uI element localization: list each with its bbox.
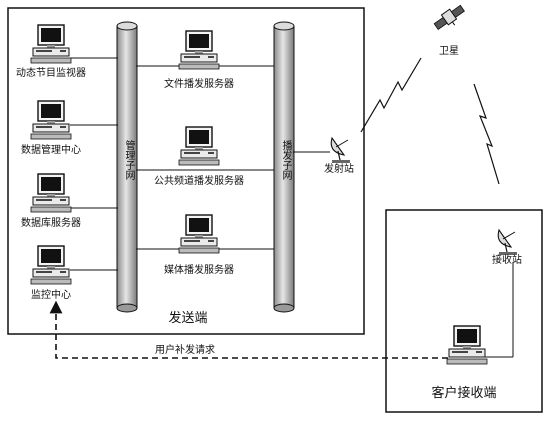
uplink-wave bbox=[360, 57, 422, 133]
feedback-label: 用户补发请求 bbox=[155, 345, 215, 356]
computer-icon bbox=[178, 126, 220, 166]
computer-icon bbox=[446, 325, 488, 365]
broadcast-subnet-label: 播发子网 bbox=[280, 140, 291, 180]
computer-icon bbox=[30, 173, 72, 213]
media-server-label: 媒体播发服务器 bbox=[164, 265, 234, 276]
management-subnet-pipe bbox=[116, 21, 138, 313]
satellite-dish-icon bbox=[497, 229, 518, 256]
file-server-label: 文件播发服务器 bbox=[164, 79, 234, 90]
computer-icon bbox=[30, 24, 72, 64]
data-management-label: 数据管理中心 bbox=[21, 145, 81, 156]
receiver-box bbox=[385, 209, 543, 413]
computer-icon bbox=[30, 245, 72, 285]
downlink-wave bbox=[473, 83, 500, 185]
sender-box bbox=[7, 7, 365, 335]
satellite-icon bbox=[433, 4, 465, 31]
network-links bbox=[70, 57, 514, 358]
transmitter-label: 发射站 bbox=[324, 164, 354, 175]
management-subnet-label: 管理子网 bbox=[123, 140, 134, 180]
satellite-label: 卫星 bbox=[439, 46, 459, 57]
computer-icon bbox=[30, 100, 72, 140]
database-server-label: 数据库服务器 bbox=[21, 218, 81, 229]
sender-title: 发送端 bbox=[168, 311, 208, 326]
satellite-dish-icon bbox=[330, 137, 351, 164]
computer-icon bbox=[178, 214, 220, 254]
monitor-terminal-label: 动态节目监视器 bbox=[16, 68, 86, 79]
monitoring-center-label: 监控中心 bbox=[31, 290, 71, 301]
receiver-title: 客户接收端 bbox=[431, 386, 497, 401]
broadcast-subnet-pipe bbox=[273, 21, 295, 313]
receiver-station-label: 接收站 bbox=[492, 255, 522, 266]
public-channel-server-label: 公共频道播发服务器 bbox=[154, 176, 244, 187]
feedback-arrow bbox=[49, 300, 448, 359]
computer-icon bbox=[178, 30, 220, 70]
